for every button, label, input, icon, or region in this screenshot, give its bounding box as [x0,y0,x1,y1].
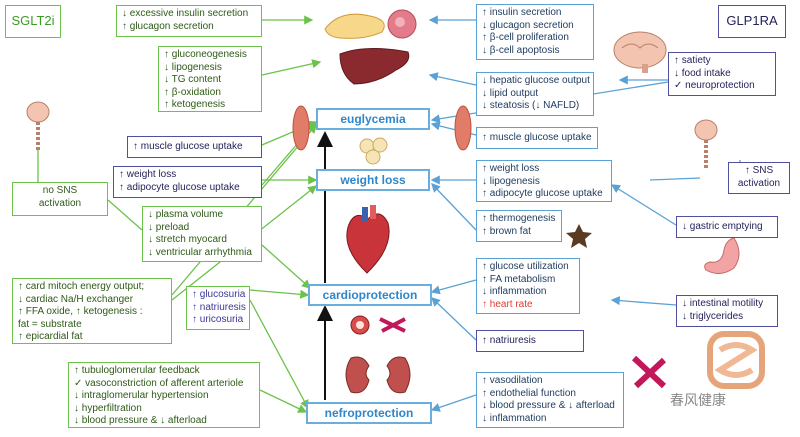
intestine-icon [707,331,765,389]
sglt-insulin-box: ↓ excessive insulin secretion ↑ glucagon… [116,5,262,37]
sglt-muscle-box: ↑ muscle glucose uptake [127,136,262,158]
artery-icon [350,315,406,335]
sglt-urine-box: ↑ glucosuria ↑ natriuresis ↑ uricosuria [186,286,250,330]
glp-intestinal-box: ↓ intestinal motility ↓ triglycerides [676,295,778,327]
glp-sns-box: ↑ SNS activation [728,162,790,194]
glp-glucose-box: ↑ glucose utilization ↑ FA metabolism ↓ … [476,258,580,314]
artery-icon [631,355,667,389]
glp-vaso-box: ↑ vasodilation ↑ endothelial function ↓ … [476,372,624,428]
liver-icon [339,47,410,85]
glp-weight-box: ↑ weight loss ↓ lipogenesis ↑ adipocyte … [476,160,612,202]
euglycemia-box: euglycemia [316,108,430,130]
sglt2i-label: SGLT2i [5,5,61,38]
glp-gastric-box: ↓ gastric emptying [676,216,778,238]
glp-insulin-box: ↑ insulin secretion ↓ glucagon secretion… [476,4,594,60]
sglt-renal-box: ↑ tubuloglomerular feedback ✓ vasoconstr… [68,362,260,428]
glp-brain-box: ↑ satiety ↓ food intake ✓ neuroprotectio… [668,52,776,96]
sglt-liver-box: ↑ gluconeogenesis ↓ lipogenesis ↓ TG con… [158,46,262,112]
glp1ra-label: GLP1RA [718,5,786,38]
fat-cells-icon [359,137,388,165]
sglt-plasma-box: ↓ plasma volume ↓ preload ↓ stretch myoc… [142,206,262,262]
glp-hepatic-box: ↓ hepatic glucose output ↓ lipid output … [476,72,594,116]
watermark: 春风健康 [670,392,726,408]
glp-thermo-box: ↑ thermogenesis ↑ brown fat [476,210,562,242]
brain-icon [613,31,667,73]
sglt-weight-box: ↑ weight loss ↑ adipocyte glucose uptake [113,166,262,198]
sglt-cardiac-box: ↑ card mitoch energy output; ↓ cardiac N… [12,278,172,344]
pancreas-icon [324,9,417,39]
nefroprotection-box: nefroprotection [306,402,432,424]
kidneys-icon [345,356,411,394]
spinal-cord-icon [694,119,718,168]
muscle-icon [454,105,472,151]
spinal-cord-icon [26,101,50,150]
weight-loss-box: weight loss [316,169,430,191]
glp-natriuresis-box: ↑ natriuresis [476,330,584,352]
brown-fat-icon [566,224,592,248]
sglt-no-sns-box: no SNS activation [12,182,108,216]
heart-icon [346,205,390,274]
muscle-icon [292,105,310,151]
stomach-icon [704,237,740,274]
cardioprotection-box: cardioprotection [308,284,432,306]
glp-muscle-box: ↑ muscle glucose uptake [476,127,598,149]
